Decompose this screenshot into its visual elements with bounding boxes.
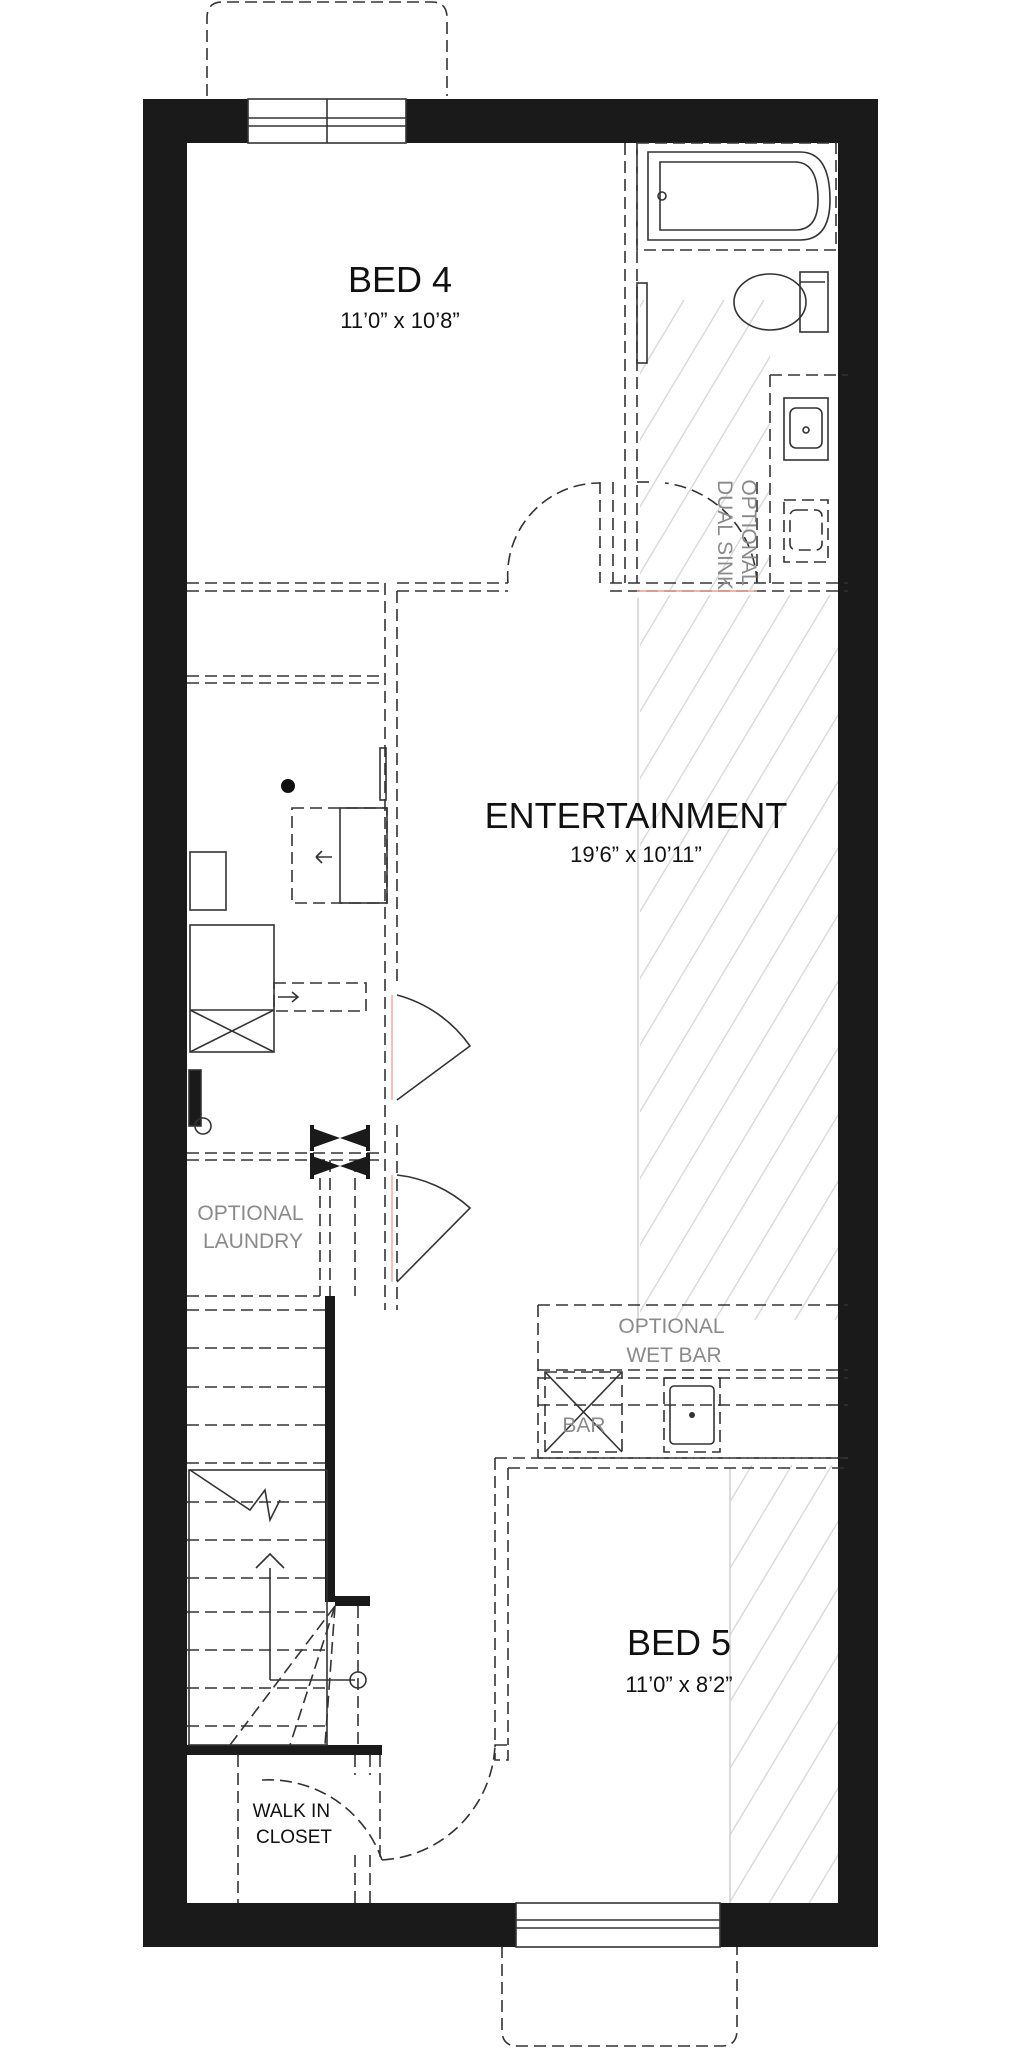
hatch-line xyxy=(640,595,831,914)
hatch-line xyxy=(910,300,1024,590)
hatch-line xyxy=(875,595,1024,1320)
bar-label: BAR xyxy=(562,1414,605,1437)
optional-dual-sink-label: OPTIONAL DUAL SINK xyxy=(713,479,760,590)
hatch-line xyxy=(430,300,604,590)
optional-sink-icon xyxy=(783,499,829,563)
hatch-line xyxy=(640,595,751,780)
bed5-optional-hatch xyxy=(325,1465,1024,1910)
sink-icon xyxy=(783,397,829,461)
hatch-line xyxy=(730,1465,793,1570)
hatch-line xyxy=(730,1636,848,1837)
hatch-line xyxy=(730,1465,833,1637)
hatch-line xyxy=(640,830,848,1180)
hatch-line xyxy=(640,696,848,1047)
walk-in-closet-label: WALK IN CLOSET xyxy=(253,1801,336,1848)
hatch-line xyxy=(995,595,1024,1320)
hatch-line xyxy=(674,1030,848,1320)
bed4-size: 11’0” x 10’8” xyxy=(340,308,459,333)
hatch-line xyxy=(1005,1465,1024,1910)
laundry-door-swing xyxy=(396,1174,472,1283)
bath-optional-hatch xyxy=(350,300,1024,590)
hatch-line xyxy=(640,595,711,714)
hatch-line xyxy=(870,300,1024,590)
hatch-line xyxy=(640,896,848,1247)
hatch-line xyxy=(640,300,685,375)
hatch-line xyxy=(0,595,390,1320)
optional-area-hatch xyxy=(0,595,1024,1320)
entertainment-label: ENTERTAINMENT xyxy=(485,795,788,836)
hatch-line xyxy=(754,1163,848,1320)
hatch-line xyxy=(709,488,770,590)
bed4-label: BED 4 xyxy=(348,259,452,300)
hatch-line xyxy=(640,355,770,575)
bed5-size: 11’0” x 8’2” xyxy=(625,1672,732,1697)
hatch-line xyxy=(885,1465,1024,1910)
water-heater-icon xyxy=(188,1069,212,1135)
optional-laundry xyxy=(187,1125,370,1297)
hatch-line xyxy=(325,1465,592,1910)
hatch-line xyxy=(965,1465,1024,1910)
bottom-window-bay xyxy=(501,1946,738,2047)
bed5-partitions xyxy=(494,1457,848,1761)
hatch-line xyxy=(669,421,770,590)
hatch-line xyxy=(804,1836,848,1910)
hatch-line xyxy=(640,963,848,1314)
hatch-line xyxy=(955,595,1024,1320)
optional-laundry-label: OPTIONAL LAUNDRY xyxy=(197,1202,308,1253)
mechanical-room xyxy=(187,747,388,1161)
towel-bar xyxy=(636,282,648,364)
hatch-line xyxy=(640,763,848,1114)
hatch-line xyxy=(990,300,1024,590)
toilet-icon xyxy=(733,271,829,333)
top-window-bay xyxy=(206,1,448,96)
hatch-line xyxy=(714,1096,848,1320)
bed4-door-swing xyxy=(506,482,601,584)
hatch-line xyxy=(390,300,564,590)
hatch-line xyxy=(640,300,645,309)
hatch-line xyxy=(749,555,770,590)
bed5-label: BED 5 xyxy=(627,1622,731,1663)
hatch-line xyxy=(925,1465,1024,1910)
hatch-line xyxy=(764,1770,848,1910)
bathtub-icon xyxy=(636,142,837,251)
hatch-line xyxy=(794,1230,848,1320)
interior-partitions xyxy=(187,143,848,1310)
hatch-line xyxy=(640,595,791,847)
hatch-line xyxy=(365,1465,632,1910)
walk-in-closet xyxy=(237,1744,496,1903)
exterior-walls xyxy=(143,99,878,1947)
hatch-line xyxy=(730,1570,848,1770)
hatch-line xyxy=(350,300,524,590)
stairs xyxy=(187,1296,382,1755)
hatch-line xyxy=(640,300,765,509)
hatch-line xyxy=(640,300,725,442)
hatch-line xyxy=(950,300,1024,590)
mechanical-door-swing xyxy=(396,994,472,1101)
hatch-line xyxy=(730,1703,848,1904)
hatch-line xyxy=(730,1503,848,1704)
hatch-line xyxy=(915,595,1024,1320)
top-window xyxy=(247,98,407,144)
bottom-window xyxy=(515,1902,721,1948)
optional-wet-bar-label: OPTIONAL WET BAR xyxy=(618,1315,729,1367)
bath-door-swing xyxy=(664,482,758,584)
hatch-line xyxy=(640,630,848,980)
entertainment-size: 19’6” x 10’11” xyxy=(570,842,702,867)
